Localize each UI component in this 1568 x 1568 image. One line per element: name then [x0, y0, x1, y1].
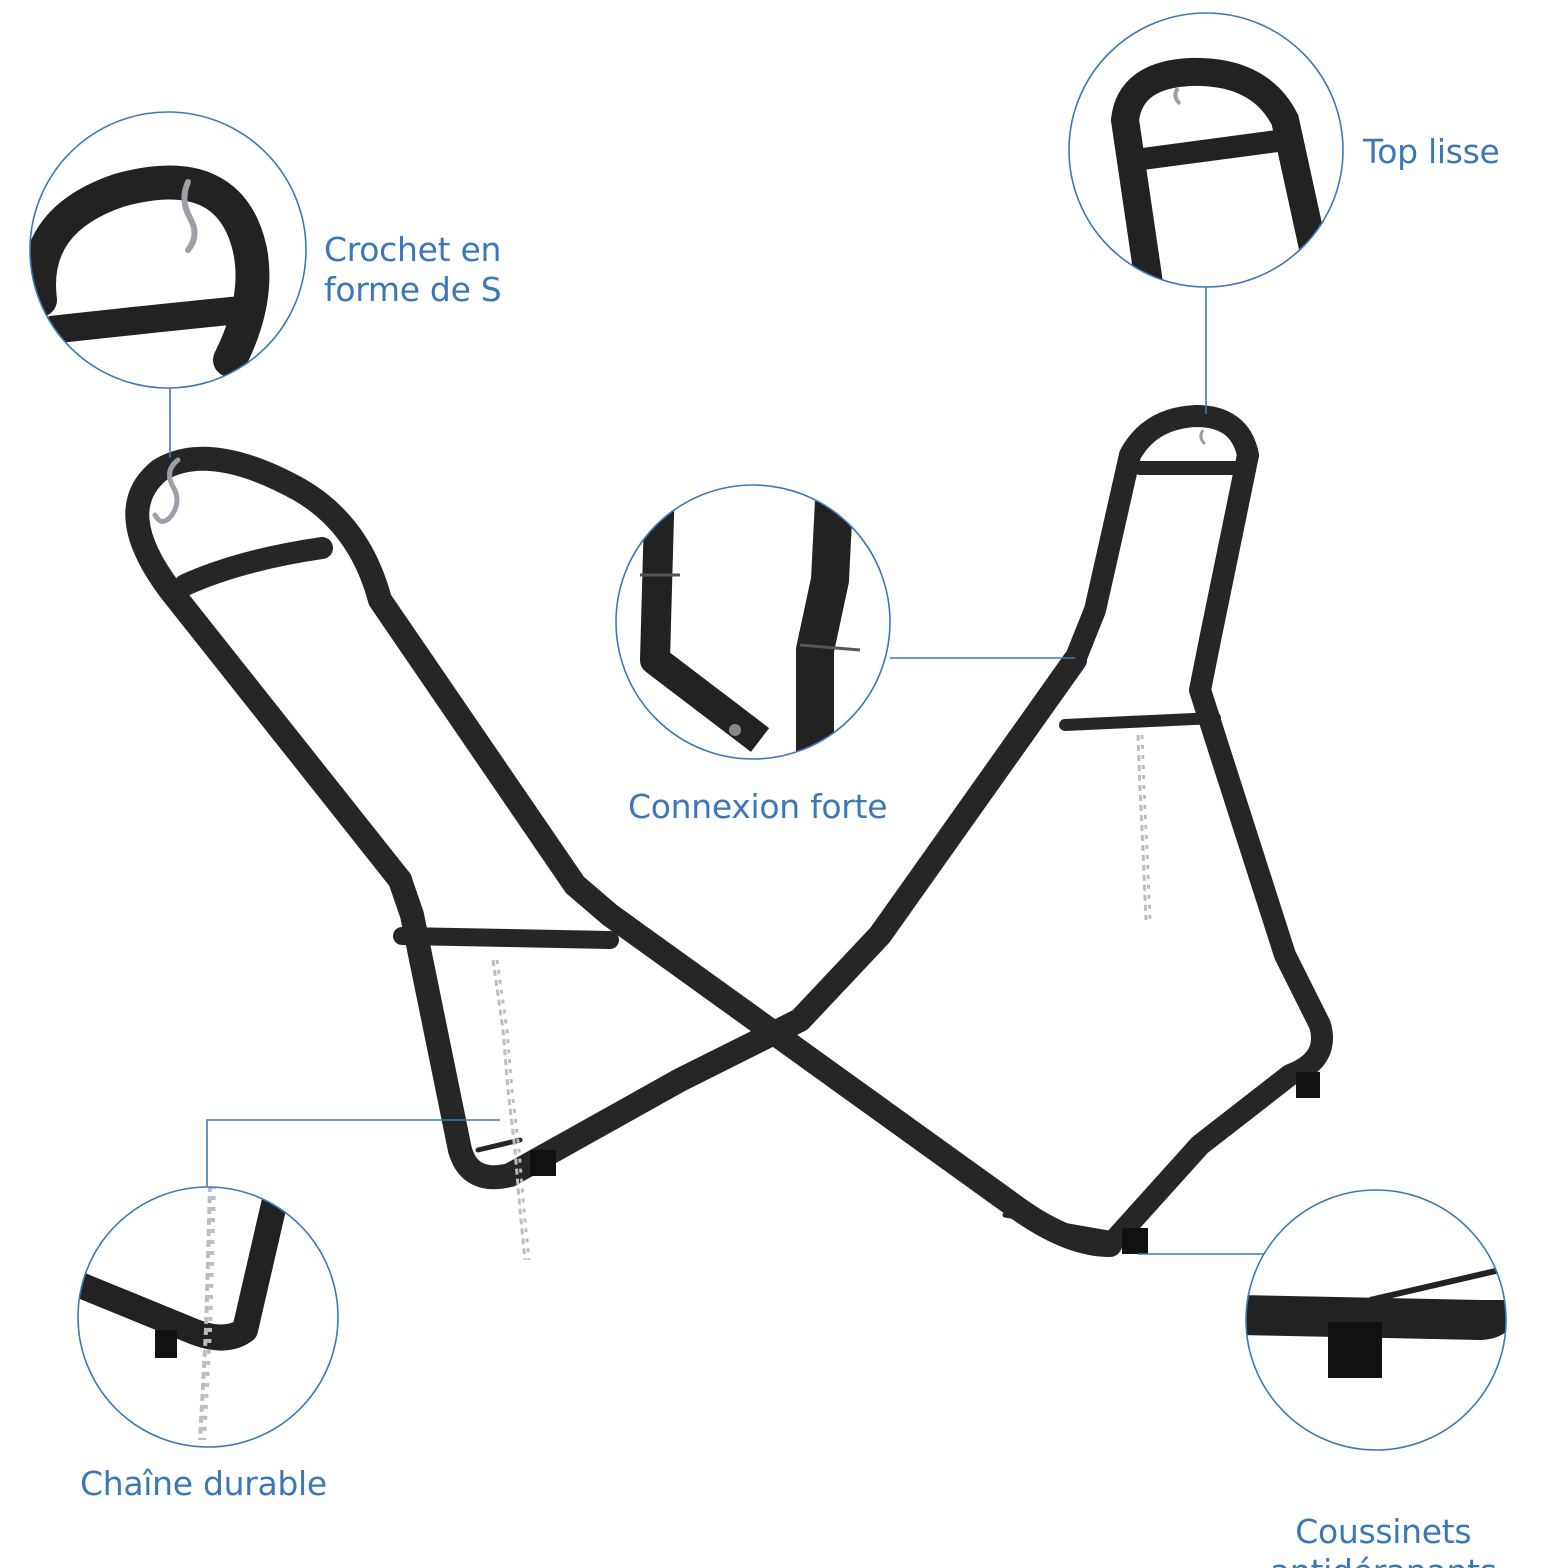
detail-circle-connection-outline: [615, 484, 891, 760]
label-s-hook: Crochet en forme de S: [324, 230, 502, 310]
detail-circle-chain: [78, 1187, 338, 1447]
diagonal-tube: [563, 873, 1122, 1257]
detail-circle-pads-outline: [1245, 1189, 1507, 1451]
detail-circle-connection: [616, 485, 890, 759]
chain-main-right: [1136, 734, 1152, 921]
right-arm-tube: [1064, 405, 1333, 1256]
label-s-hook-line-2: forme de S: [324, 270, 502, 309]
detail-circle-pads: [1246, 1190, 1506, 1450]
label-s-hook-line-1: Crochet en: [324, 230, 502, 269]
label-non-slip-pads-line-1: Coussinets: [1295, 1512, 1472, 1551]
chain-main-left: [491, 959, 531, 1261]
left-arm-crossbar: [174, 537, 333, 596]
main-frame: [125, 405, 1333, 1257]
right-bottom-strap: [1002, 1212, 1123, 1238]
foot-pad-right-2: [1296, 1072, 1320, 1098]
foot-pad-left: [530, 1150, 556, 1176]
label-durable-chain-line-1: Chaîne durable: [80, 1464, 327, 1503]
left-arm-outer-tube: [125, 446, 587, 897]
detail-circle-top-outline: [1068, 12, 1344, 288]
left-leg-tube: [388, 648, 1087, 1190]
connector-chain: [206, 1119, 500, 1187]
label-strong-connection: Connexion forte: [628, 787, 888, 827]
detail-circle-top: [1069, 13, 1343, 287]
left-middle-brace: [393, 927, 619, 949]
s-hook-main-left: [152, 457, 181, 524]
label-smooth-top-line-1: Top lisse: [1363, 132, 1500, 171]
label-non-slip-pads: Coussinets antidérapants: [1270, 1512, 1497, 1568]
detail-circle-hook: [30, 112, 306, 388]
right-middle-brace: [1059, 712, 1221, 731]
detail-circle-hook-outline: [29, 111, 307, 389]
label-smooth-top: Top lisse: [1363, 132, 1500, 172]
detail-circle-chain-outline: [77, 1186, 339, 1448]
label-durable-chain: Chaîne durable: [80, 1464, 327, 1504]
foot-pad-right-1: [1122, 1228, 1148, 1254]
callout-connectors: [169, 287, 1268, 1255]
s-hook-main-right: [1199, 429, 1207, 446]
label-non-slip-pads-line-2: antidérapants: [1270, 1552, 1497, 1568]
label-strong-connection-line-1: Connexion forte: [628, 787, 888, 826]
